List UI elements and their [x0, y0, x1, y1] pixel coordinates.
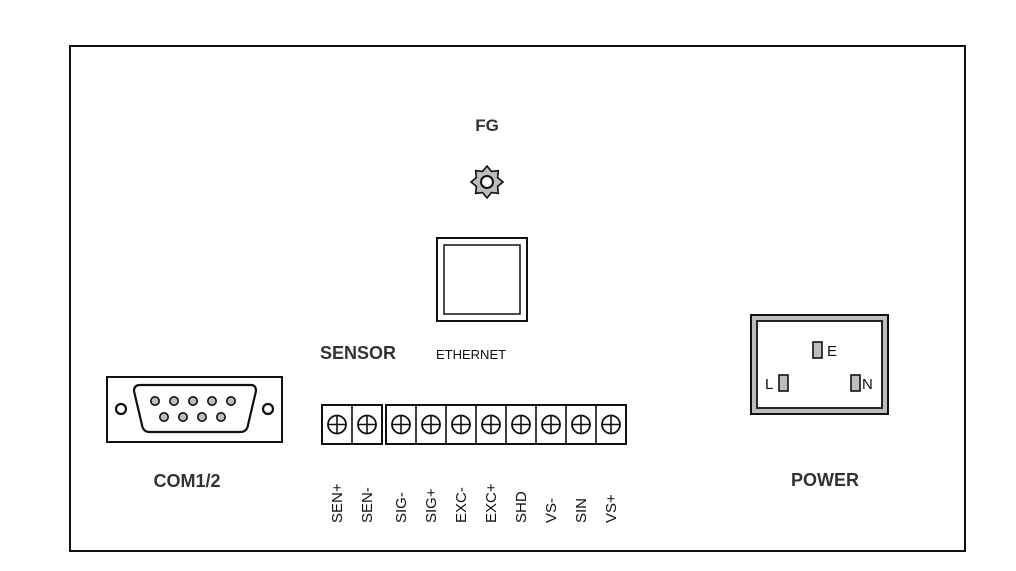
line-pin [778, 374, 789, 392]
ethernet-port-icon [436, 237, 528, 322]
db9-pin [207, 395, 218, 406]
fg-label: FG [475, 116, 499, 135]
db9-pin [197, 411, 208, 422]
terminal-screw-icon[interactable] [481, 414, 501, 435]
terminal-label: SEN- [359, 487, 376, 523]
db9-pin [216, 411, 227, 422]
terminal-label: SHD [513, 491, 530, 523]
sensor-terminal-block [321, 404, 627, 445]
ground-screw-icon [469, 164, 505, 200]
db9-pin [150, 395, 161, 406]
terminal-screw-icon[interactable] [357, 414, 377, 435]
terminal-screw-icon[interactable] [391, 414, 411, 435]
terminal-label: EXC- [453, 487, 470, 523]
terminal-screw-icon[interactable] [511, 414, 531, 435]
terminal-screw-icon[interactable] [601, 414, 621, 435]
power-label: POWER [791, 470, 859, 490]
terminal-label: VS+ [603, 494, 620, 523]
ac-inlet-icon[interactable]: E L N [750, 314, 889, 415]
db9-pin [226, 395, 237, 406]
sensor-label: SENSOR [320, 343, 396, 363]
terminal-label: SIG- [393, 492, 410, 523]
terminal-screw-icon[interactable] [541, 414, 561, 435]
terminal-label: EXC+ [483, 483, 500, 523]
db9-pin [169, 395, 180, 406]
terminal-screw-icon[interactable] [571, 414, 591, 435]
neutral-pin-label: N [862, 376, 873, 393]
neutral-pin [850, 374, 861, 392]
terminal-screw-icon[interactable] [451, 414, 471, 435]
terminal-label: SIN [573, 498, 590, 523]
terminal-label: SIG+ [423, 488, 440, 523]
terminal-label: SEN+ [329, 483, 346, 523]
ethernet-label: ETHERNET [436, 347, 506, 362]
terminal-label: VS- [543, 498, 560, 523]
db9-pin [159, 411, 170, 422]
line-pin-label: L [765, 376, 773, 393]
db9-pin [178, 411, 189, 422]
earth-pin [812, 341, 823, 359]
com-label: COM1/2 [153, 471, 220, 491]
terminal-screw-icon[interactable] [421, 414, 441, 435]
terminal-screw-icon[interactable] [327, 414, 347, 435]
earth-pin-label: E [827, 343, 837, 360]
sensor-terminal-labels: SEN+ SEN- SIG- SIG+ EXC- EXC+ SHD VS- SIN VS+ [329, 483, 620, 523]
db9-pin [188, 395, 199, 406]
db9-connector-icon[interactable] [106, 376, 283, 443]
